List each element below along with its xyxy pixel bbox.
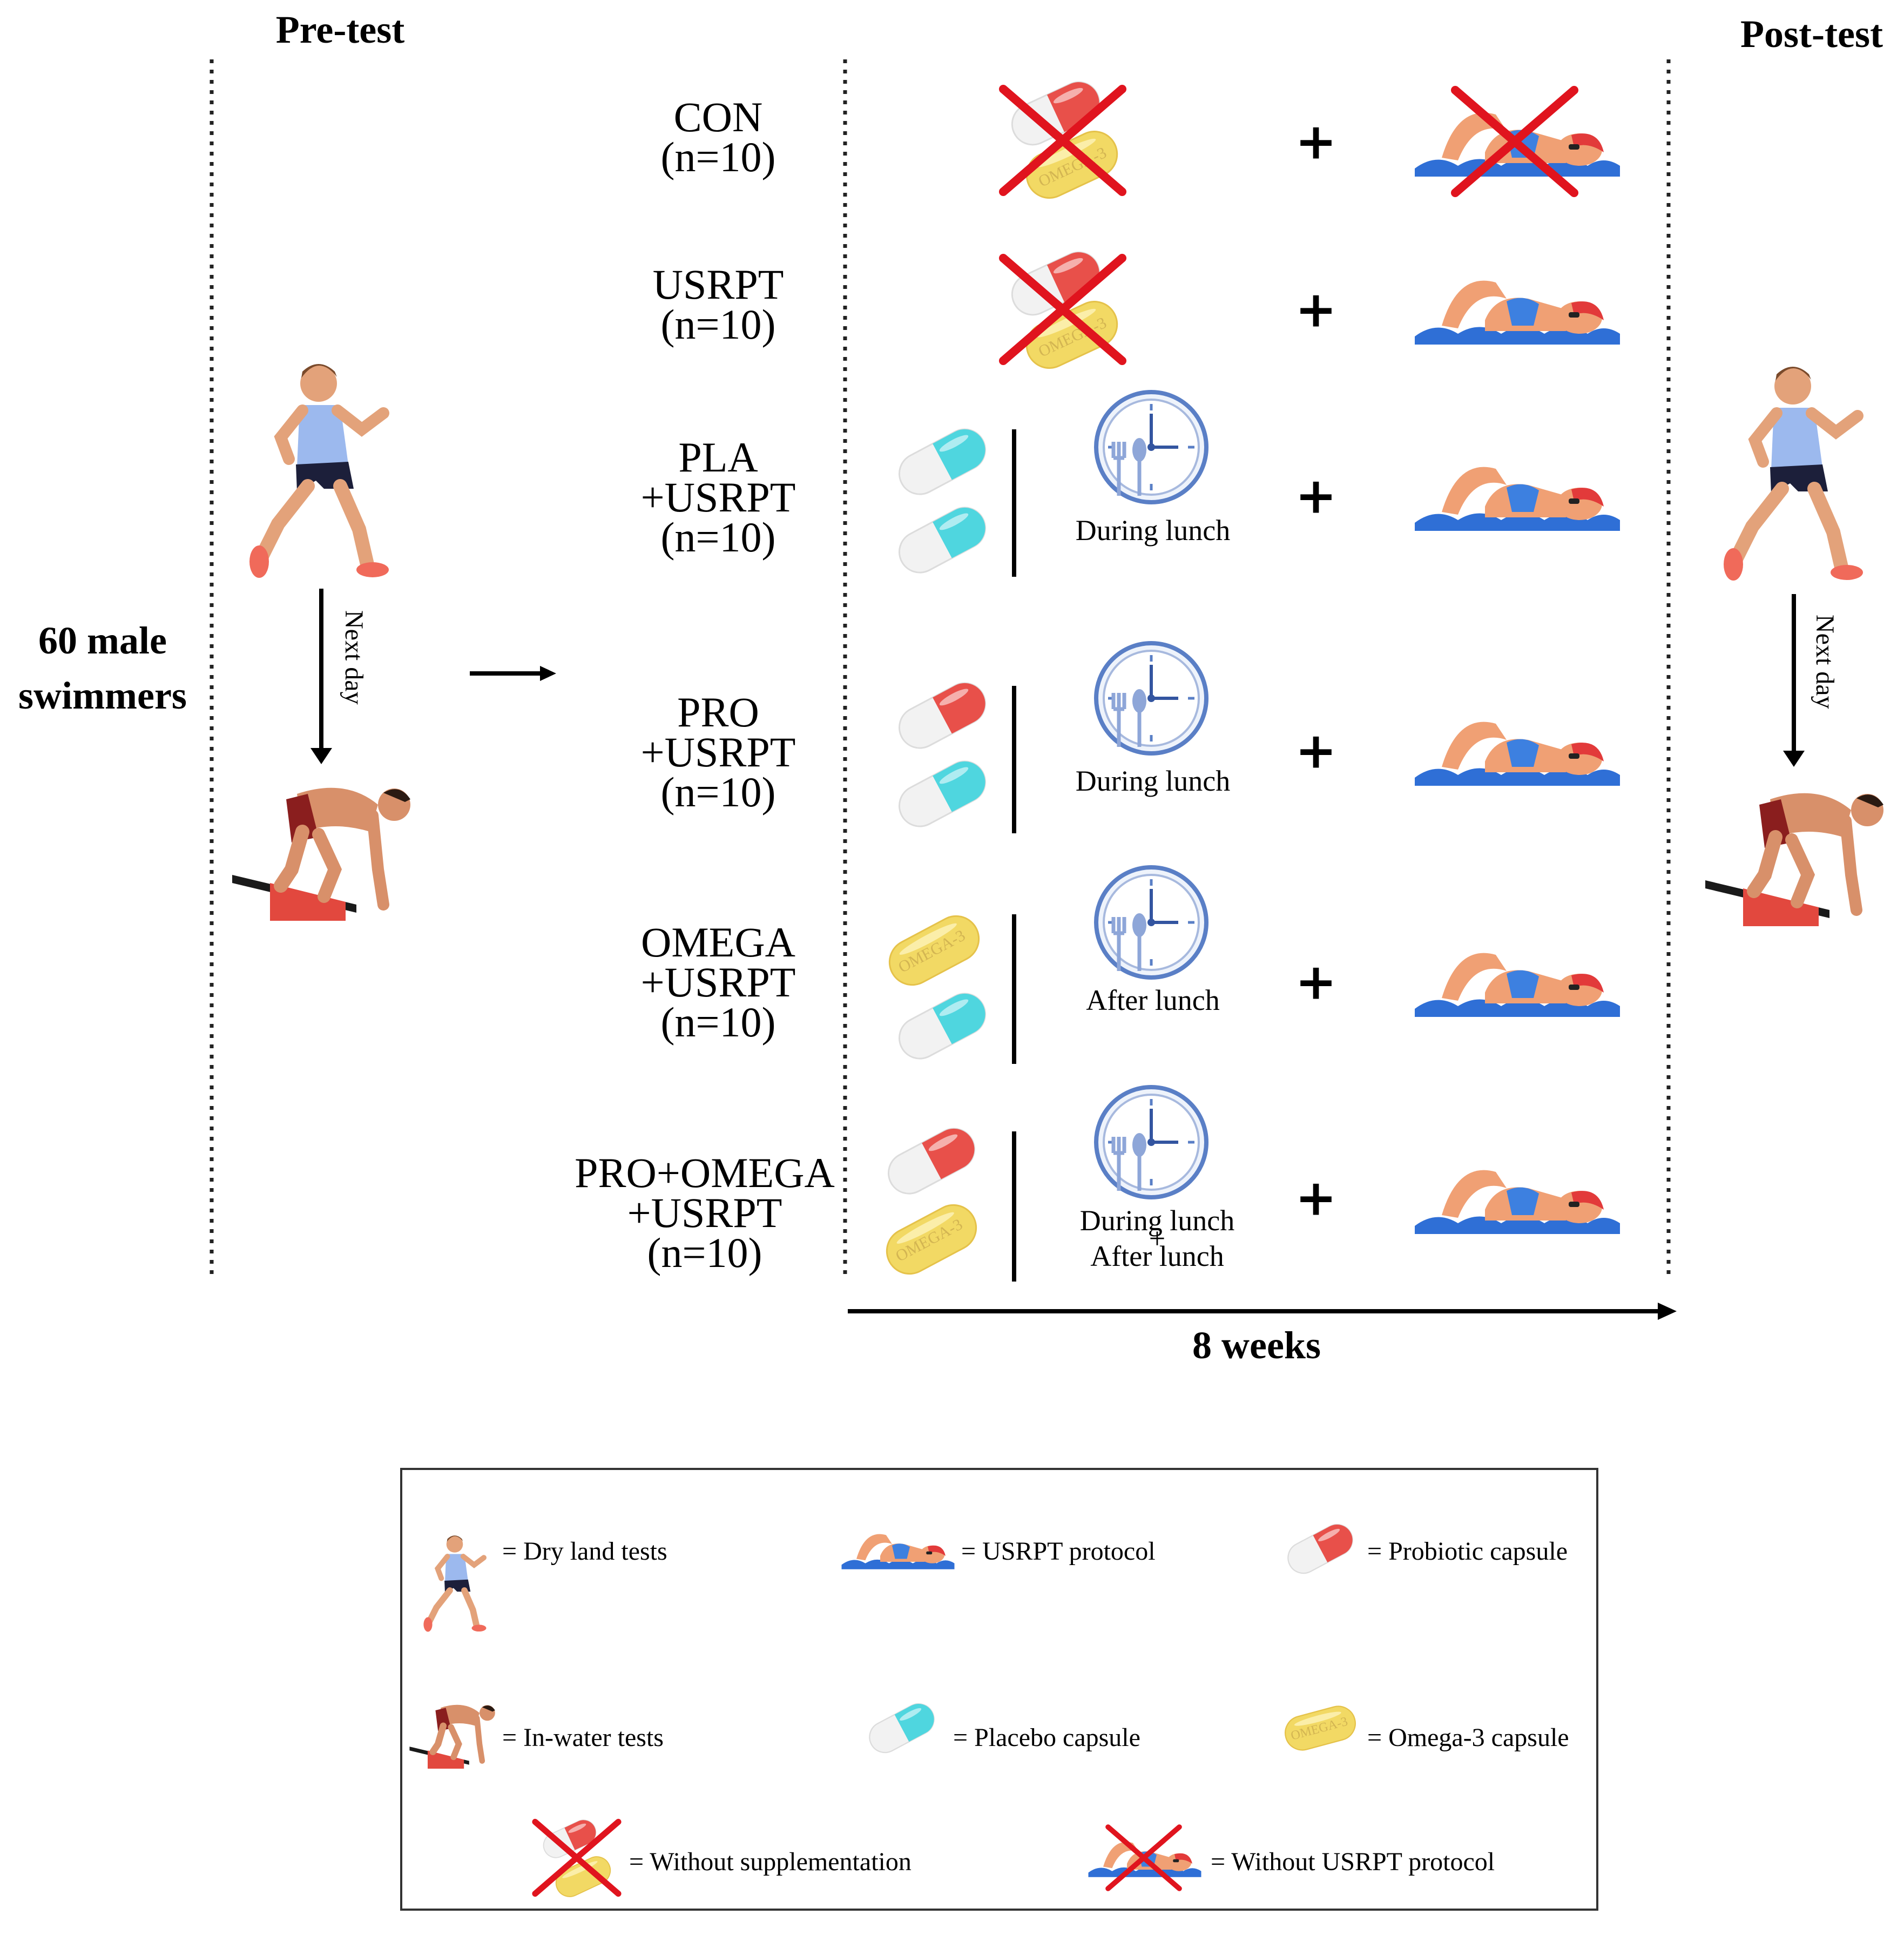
timing-text: During lunch bbox=[1075, 765, 1231, 797]
legend-dry-land: = Dry land tests bbox=[502, 1537, 667, 1566]
group-n: (n=10) bbox=[660, 301, 776, 348]
group-name2: +USRPT bbox=[640, 959, 796, 1006]
usrpt-swimmer-icon bbox=[1415, 1170, 1620, 1234]
pre-test-title: Pre-test bbox=[275, 8, 405, 51]
group-name: USRPT bbox=[652, 261, 784, 308]
placebo-capsule-icon bbox=[891, 421, 994, 502]
group-n: (n=10) bbox=[660, 133, 776, 180]
group-name: CON bbox=[673, 93, 763, 140]
timing-pla: During lunch bbox=[1075, 514, 1231, 547]
usrpt-swimmer-icon bbox=[1415, 953, 1620, 1017]
plus-sign: + bbox=[1295, 467, 1337, 525]
legend-in-water: = In-water tests bbox=[502, 1723, 664, 1752]
clock-icon bbox=[1096, 867, 1206, 977]
timing-text: During lunch bbox=[1079, 1204, 1235, 1237]
group-name2: +USRPT bbox=[640, 474, 796, 521]
subjects-label: 60 male swimmers bbox=[18, 613, 187, 723]
usrpt-swimmer-icon bbox=[1415, 280, 1620, 345]
placebo-capsule-icon bbox=[891, 986, 994, 1067]
legend-box bbox=[400, 1468, 1598, 1911]
no-usrpt-icon bbox=[1415, 90, 1620, 193]
group-n: (n=10) bbox=[647, 1229, 762, 1276]
group-label-pro: PRO +USRPT (n=10) bbox=[640, 689, 796, 815]
group-name2: +USRPT bbox=[627, 1189, 782, 1236]
timing-omega: After lunch bbox=[1086, 984, 1220, 1016]
plus-sign: + bbox=[1295, 112, 1337, 171]
placebo-capsule-icon bbox=[891, 500, 994, 581]
omega3-capsule-icon: OMEGA-3 bbox=[1280, 1702, 1360, 1755]
subjects-line1: 60 male bbox=[38, 619, 167, 662]
no-supplement-icon: OMEGA-3 bbox=[1003, 75, 1125, 206]
runner-icon bbox=[1724, 367, 1863, 581]
group-name2: +USRPT bbox=[640, 729, 796, 776]
group-label-usrpt: USRPT (n=10) bbox=[652, 261, 784, 348]
group-label-omega: OMEGA +USRPT (n=10) bbox=[640, 919, 796, 1046]
omega3-capsule-icon: OMEGA-3 bbox=[878, 1196, 985, 1283]
group-name: OMEGA bbox=[641, 919, 795, 966]
clock-icon bbox=[1096, 392, 1206, 502]
group-name: PLA bbox=[678, 434, 758, 481]
group-name: PRO bbox=[677, 689, 759, 736]
group-label-pla: PLA +USRPT (n=10) bbox=[640, 434, 796, 561]
post-test-title: Post-test bbox=[1740, 12, 1883, 56]
no-supplement-icon: OMEGA-3 bbox=[1003, 245, 1125, 376]
group-name: PRO+OMEGA bbox=[575, 1149, 835, 1196]
timing-text2: After lunch bbox=[1090, 1240, 1224, 1272]
group-label-pro-omega: PRO+OMEGA +USRPT (n=10) bbox=[575, 1149, 835, 1276]
legend-without-usrpt: = Without USRPT protocol bbox=[1211, 1848, 1495, 1876]
next-day-label-pre: Next day bbox=[340, 610, 368, 705]
clock-icon bbox=[1096, 643, 1206, 753]
clock-icon bbox=[1096, 1087, 1206, 1197]
timing-text: During lunch bbox=[1075, 514, 1231, 547]
next-day-label-post: Next day bbox=[1811, 615, 1839, 709]
subjects-line2: swimmers bbox=[18, 674, 187, 717]
omega3-capsule-icon: OMEGA-3 bbox=[881, 907, 988, 994]
legend-placebo: = Placebo capsule bbox=[953, 1723, 1140, 1752]
plus-sign: + bbox=[1295, 722, 1337, 780]
legend-usrpt: = USRPT protocol bbox=[961, 1537, 1156, 1566]
legend-without-supplementation: = Without supplementation bbox=[629, 1848, 912, 1876]
usrpt-swimmer-icon bbox=[1415, 722, 1620, 786]
probiotic-capsule-icon bbox=[891, 675, 994, 756]
plus-sign: + bbox=[1295, 953, 1337, 1011]
usrpt-swimmer-icon bbox=[1415, 467, 1620, 531]
plus-sign: + bbox=[1295, 280, 1337, 339]
group-n: (n=10) bbox=[660, 768, 776, 815]
probiotic-capsule-icon bbox=[880, 1121, 983, 1202]
in-water-test-icon bbox=[1705, 793, 1883, 926]
group-label-con: CON (n=10) bbox=[660, 93, 776, 180]
timing-pro-omega: During lunch + After lunch bbox=[1079, 1204, 1235, 1272]
group-n: (n=10) bbox=[660, 514, 776, 561]
plus-sign: + bbox=[1295, 1169, 1337, 1227]
legend-probiotic: = Probiotic capsule bbox=[1367, 1537, 1568, 1566]
group-n: (n=10) bbox=[660, 999, 776, 1046]
runner-icon bbox=[249, 364, 389, 578]
in-water-test-icon bbox=[232, 788, 410, 921]
duration-label: 8 weeks bbox=[1192, 1324, 1321, 1367]
legend-omega: = Omega-3 capsule bbox=[1367, 1723, 1569, 1752]
placebo-capsule-icon bbox=[891, 753, 994, 834]
timing-pro: During lunch bbox=[1075, 765, 1231, 797]
timing-text: After lunch bbox=[1086, 984, 1220, 1016]
